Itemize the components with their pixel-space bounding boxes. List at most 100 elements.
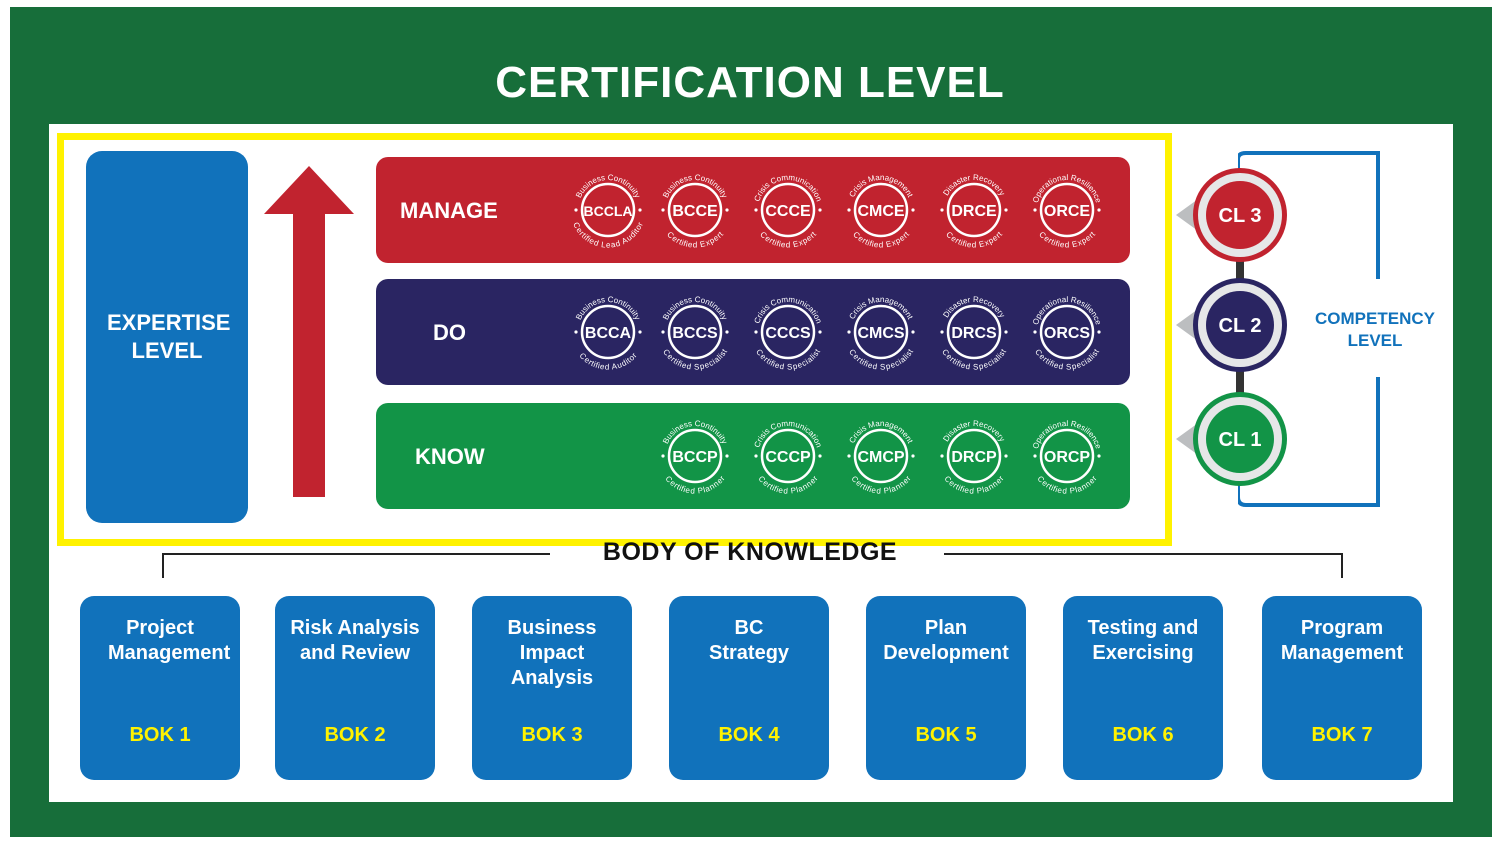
badge-code: ORCE [1044,203,1091,220]
bok-code: BOK 4 [718,724,780,746]
bok-card-1: Project Management BOK 1 [80,596,240,780]
badge-bottom-text: Certified Specialist [940,347,1008,372]
body-of-knowledge-title: BODY OF KNOWLEDGE [602,538,898,566]
bok-name: Risk Analysis and Review [290,617,420,664]
bok-card-3: Business Impact Analysis BOK 3 [472,596,632,780]
badge-code: BCCLA [584,203,633,219]
badge-bottom-text: Certified Planner [849,474,912,496]
badge-bottom-text: Certified Expert [1037,229,1097,249]
competency-level-label: COMPETENCY LEVEL [1315,309,1435,350]
badge-code: ORCP [1044,449,1091,466]
band-label-manage: MANAGE [400,198,498,223]
bok-code: BOK 2 [324,724,386,746]
band-label-know: KNOW [415,444,485,469]
bok-name: Project Management [108,617,231,664]
badge-code: BCCA [585,325,632,342]
bok-code: BOK 6 [1112,724,1174,746]
band-know: KNOW [376,403,1130,509]
competency-cl2-circle: CL 2 [1176,278,1287,372]
badge-bottom-text: Certified Planner [1035,474,1098,496]
bok-name: Business Impact Analysis [507,617,597,689]
badge-code: CMCS [857,325,904,342]
bok-card-2: Risk Analysis and Review BOK 2 [275,596,435,780]
up-arrow-icon [264,166,354,497]
bok-code: BOK 5 [915,724,977,746]
badge-bottom-text: Certified Specialist [1033,347,1101,372]
competency-level-text: CL 3 [1219,205,1262,227]
badge-top-text: Business Continuity [574,173,642,199]
badge-top-text: Crisis Communication [752,295,823,325]
badge-code: DRCP [951,449,997,466]
bok-card-5: Plan Development BOK 5 [866,596,1026,780]
badge-bottom-text: Certified Expert [665,229,725,249]
competency-level-text: CL 1 [1219,429,1262,451]
competency-cl1-circle: CL 1 [1176,392,1287,486]
badge-code: CMCE [857,203,904,220]
page-title: CERTIFICATION LEVEL [495,58,1005,107]
badge-code: CCCP [765,449,811,466]
bok-name: BC Strategy [709,617,790,664]
badge-top-text: Crisis Communication [752,419,823,449]
badge-code: CCCS [765,325,811,342]
badge-code: BCCS [672,325,718,342]
badge-top-text: Business Continuity [661,295,729,321]
badge-top-text: Crisis Management [847,419,915,445]
bok-name: Plan Development [883,617,1009,664]
badge-bottom-text: Certified Specialist [847,347,915,372]
bok-name: Testing and Exercising [1087,617,1199,664]
badge-bottom-text: Certified Specialist [661,347,729,372]
competency-bracket [1238,151,1380,507]
badge-bottom-text: Certified Specialist [754,347,822,372]
badge-code: DRCS [951,325,997,342]
expertise-level-label: EXPERTISE LEVEL [107,310,231,363]
badge-bottom-text: Certified Expert [944,229,1004,249]
badge-bottom-text: Certified Expert [758,229,818,249]
bok-code: BOK 1 [129,724,191,746]
bok-card-6: Testing and Exercising BOK 6 [1063,596,1223,780]
bok-name: Program Management [1280,617,1404,664]
badge-code: CCCE [765,203,811,220]
band-label-do: DO [433,320,466,345]
band-do: DO [376,279,1130,385]
badge-code: ORCS [1044,325,1091,342]
badge-top-text: Business Continuity [661,173,729,199]
bok-card-7: Program Management BOK 7 [1262,596,1422,780]
badge-top-text: Crisis Management [847,295,915,321]
competency-level-text: CL 2 [1219,315,1262,337]
badge-bottom-text: Certified Expert [851,229,911,249]
bok-code: BOK 7 [1311,724,1373,746]
badge-bottom-text: Certified Planner [756,474,819,496]
competency-cl3-circle: CL 3 [1176,168,1287,262]
bok-card-4: BC Strategy BOK 4 [669,596,829,780]
badge-code: BCCP [672,449,718,466]
badge-code: CMCP [857,449,904,466]
badge-bottom-text: Certified Planner [942,474,1005,496]
badge-top-text: Business Continuity [574,295,642,321]
badge-code: BCCE [672,203,718,220]
badge-bottom-text: Certified Planner [663,474,726,496]
band-manage: MANAGE [376,157,1130,263]
expertise-highlight-box [57,133,1172,546]
bok-bracket-line [162,553,1343,578]
bok-code: BOK 3 [521,724,583,746]
badge-top-text: Business Continuity [661,419,729,445]
badge-top-text: Crisis Communication [752,173,823,203]
expertise-level-box: EXPERTISE LEVEL [86,151,248,523]
